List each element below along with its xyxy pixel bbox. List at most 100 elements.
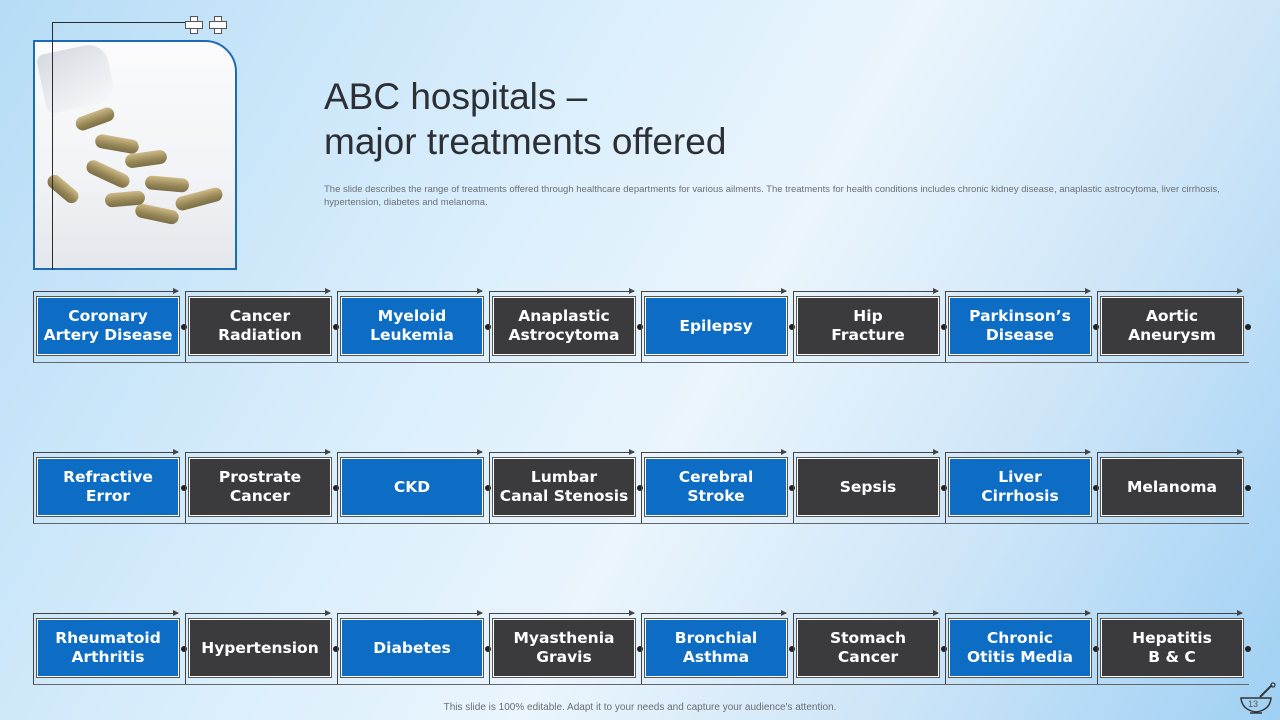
connector-line [945, 452, 946, 524]
connector-line [945, 684, 1097, 685]
connector-dot [941, 324, 947, 330]
treatment-cell: Bronchial Asthma [641, 610, 795, 685]
arrow-icon [477, 449, 483, 455]
treatment-cell: Sepsis [793, 449, 947, 524]
arrow-icon [933, 288, 939, 294]
connector-line [489, 452, 490, 524]
frame-line [52, 22, 53, 270]
connector-dot [485, 485, 491, 491]
arrow-icon [173, 449, 179, 455]
treatment-cell: Parkinson’s Disease [945, 288, 1099, 363]
connector-dot [333, 646, 339, 652]
connector-line [641, 291, 786, 292]
arrow-icon [629, 610, 635, 616]
pill-jar-shape [35, 42, 117, 115]
connector-line [641, 523, 793, 524]
capsule-shape [44, 172, 82, 206]
connector-line [945, 452, 1090, 453]
arrow-icon [477, 610, 483, 616]
treatment-cell: Refractive Error [33, 449, 187, 524]
treatment-box: Myasthenia Gravis [493, 619, 635, 677]
connector-line [1097, 452, 1242, 453]
arrow-icon [629, 449, 635, 455]
treatment-cell: CKD [337, 449, 491, 524]
connector-line [185, 613, 186, 685]
arrow-icon [325, 610, 331, 616]
connector-line [489, 362, 641, 363]
connector-line [337, 613, 482, 614]
connector-line [33, 452, 178, 453]
connector-dot [181, 324, 187, 330]
connector-line [185, 291, 330, 292]
connector-line [793, 613, 794, 685]
treatment-box: Prostrate Cancer [189, 458, 331, 516]
treatment-cell: Epilepsy [641, 288, 795, 363]
treatment-cell: Chronic Otitis Media [945, 610, 1099, 685]
connector-line [489, 613, 634, 614]
connector-dot [637, 485, 643, 491]
connector-line [793, 452, 794, 524]
connector-line [793, 613, 938, 614]
arrow-icon [477, 288, 483, 294]
connector-line [489, 291, 634, 292]
connector-line [1097, 613, 1242, 614]
treatment-box: Diabetes [341, 619, 483, 677]
treatment-box: Chronic Otitis Media [949, 619, 1091, 677]
arrow-icon [781, 449, 787, 455]
connector-line [641, 613, 642, 685]
connector-line [337, 613, 338, 685]
treatment-box: Anaplastic Astrocytoma [493, 297, 635, 355]
connector-line [793, 291, 938, 292]
connector-dot [789, 485, 795, 491]
connector-line [1097, 291, 1242, 292]
connector-dot [1093, 324, 1099, 330]
treatment-box: Myeloid Leukemia [341, 297, 483, 355]
connector-line [945, 362, 1097, 363]
arrow-icon [1237, 449, 1243, 455]
connector-line [945, 523, 1097, 524]
capsule-shape [73, 105, 117, 133]
treatment-box: Hepatitis B & C [1101, 619, 1243, 677]
connector-dot [1245, 324, 1251, 330]
treatment-cell: Rheumatoid Arthritis [33, 610, 187, 685]
connector-dot [1245, 485, 1251, 491]
treatment-box: Stomach Cancer [797, 619, 939, 677]
connector-line [945, 291, 946, 363]
connector-line [337, 523, 489, 524]
treatment-box: Bronchial Asthma [645, 619, 787, 677]
arrow-icon [1085, 288, 1091, 294]
connector-dot [181, 485, 187, 491]
treatment-box: Hip Fracture [797, 297, 939, 355]
treatment-cell: Hip Fracture [793, 288, 947, 363]
connector-line [185, 452, 330, 453]
connector-dot [181, 646, 187, 652]
treatment-box: Cancer Radiation [189, 297, 331, 355]
page-title: ABC hospitals – major treatments offered [324, 74, 1024, 164]
connector-line [489, 291, 490, 363]
treatment-box: Cerebral Stroke [645, 458, 787, 516]
arrow-icon [1085, 610, 1091, 616]
connector-line [641, 452, 642, 524]
connector-line [33, 452, 34, 524]
title-line-1: ABC hospitals – [324, 76, 588, 117]
connector-dot [941, 646, 947, 652]
connector-line [1097, 523, 1249, 524]
connector-line [33, 613, 178, 614]
connector-line [337, 362, 489, 363]
connector-line [793, 291, 794, 363]
connector-dot [637, 646, 643, 652]
treatment-cell: Aortic Aneurysm [1097, 288, 1251, 363]
connector-line [793, 362, 945, 363]
arrow-icon [173, 288, 179, 294]
arrow-icon [325, 288, 331, 294]
page-number: 13 [1248, 699, 1259, 709]
connector-line [33, 684, 185, 685]
arrow-icon [781, 610, 787, 616]
connector-dot [485, 324, 491, 330]
treatment-box: Melanoma [1101, 458, 1243, 516]
treatment-cell: Coronary Artery Disease [33, 288, 187, 363]
connector-line [185, 452, 186, 524]
connector-line [489, 523, 641, 524]
